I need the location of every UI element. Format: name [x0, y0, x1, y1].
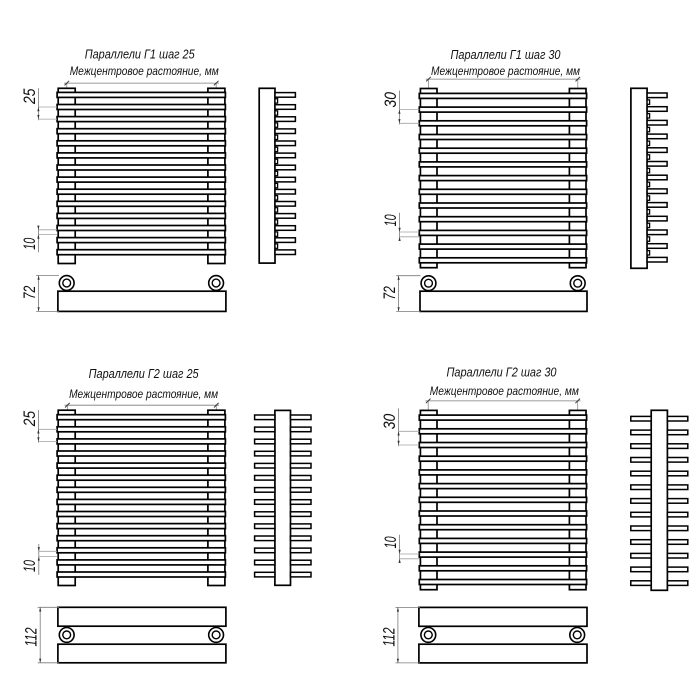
svg-text:30: 30 — [382, 91, 400, 107]
svg-text:112: 112 — [380, 628, 398, 647]
svg-text:10: 10 — [21, 559, 39, 572]
svg-text:72: 72 — [381, 286, 399, 300]
svg-text:25: 25 — [21, 88, 39, 105]
svg-text:Параллели Г2 шаг 30: Параллели Г2 шаг 30 — [447, 364, 558, 379]
svg-text:10: 10 — [382, 214, 400, 227]
svg-text:25: 25 — [21, 410, 39, 427]
svg-text:72: 72 — [21, 286, 39, 300]
svg-text:Параллели Г2 шаг 25: Параллели Г2 шаг 25 — [89, 366, 200, 381]
svg-text:Межцентровое растояние, мм: Межцентровое растояние, мм — [431, 64, 580, 78]
svg-text:Межцентровое растояние, мм: Межцентровое растояние, мм — [70, 64, 219, 78]
svg-text:Параллели Г1 шаг 25: Параллели Г1 шаг 25 — [85, 47, 196, 62]
svg-text:112: 112 — [23, 628, 41, 647]
svg-text:10: 10 — [382, 536, 400, 549]
svg-text:Межцентровое растояние, мм: Межцентровое растояние, мм — [430, 384, 579, 398]
svg-text:30: 30 — [381, 413, 399, 429]
svg-text:10: 10 — [21, 237, 39, 250]
svg-text:Межцентровое растояние, мм: Межцентровое растояние, мм — [69, 387, 218, 401]
svg-text:Параллели Г1 шаг 30: Параллели Г1 шаг 30 — [451, 47, 562, 62]
